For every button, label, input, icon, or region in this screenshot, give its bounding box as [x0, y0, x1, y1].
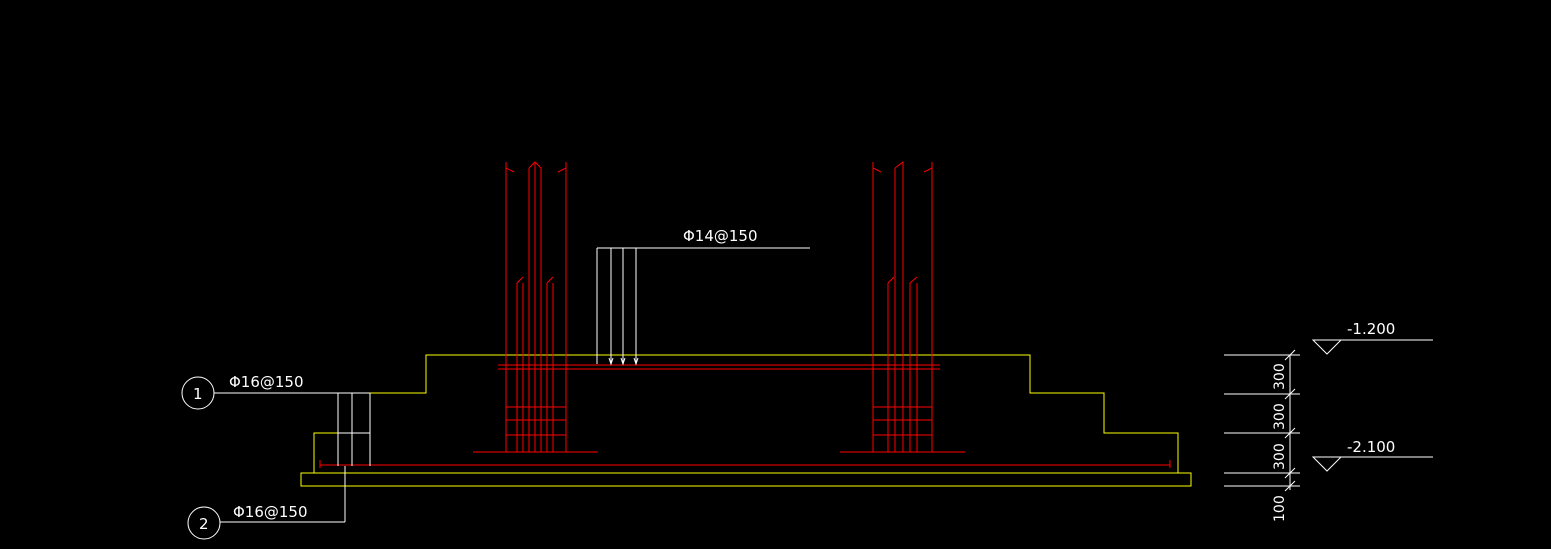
rebar-callout-2: 2 Φ16@150 — [187, 466, 346, 540]
dimension-3: 300 — [1272, 443, 1288, 470]
elevation-lower-label: -2.100 — [1347, 438, 1395, 456]
elevation-triangle-icon — [1311, 456, 1343, 472]
bottom-rebar — [319, 460, 1171, 468]
elevation-marker-lower: -2.100 — [1311, 438, 1433, 472]
rebar-1-label: Φ16@150 — [229, 373, 304, 391]
right-column-rebar — [840, 161, 965, 453]
dimension-2: 300 — [1272, 403, 1288, 430]
elevation-marker-upper: -1.200 — [1311, 320, 1433, 355]
top-rebar — [498, 364, 940, 370]
top-rebar-label: Φ14@150 — [683, 227, 758, 245]
foundation-outline — [300, 354, 1192, 487]
left-column-rebar — [473, 161, 598, 453]
rebar-callout-1: 1 Φ16@150 — [181, 373, 371, 466]
dimension-4: 100 — [1272, 495, 1288, 522]
elevation-upper-label: -1.200 — [1347, 320, 1395, 338]
elevation-triangle-icon — [1311, 339, 1343, 355]
detail-marker-1-label: 1 — [193, 385, 203, 403]
detail-marker-2-label: 2 — [199, 515, 209, 533]
dimension-1: 300 — [1272, 363, 1288, 390]
rebar-2-label: Φ16@150 — [233, 503, 308, 521]
dimension-chain: 300 300 300 100 — [1224, 349, 1300, 522]
detail-marker-2-circle — [187, 506, 221, 540]
top-rebar-leader: Φ14@150 — [596, 227, 810, 366]
